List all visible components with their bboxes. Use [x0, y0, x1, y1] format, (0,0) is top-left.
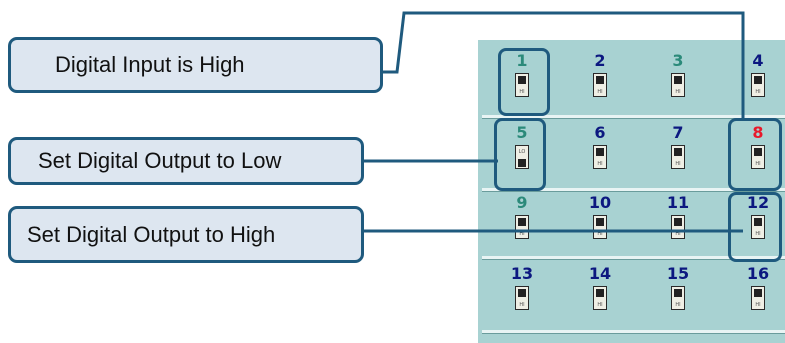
io-toggle-switch[interactable]: HI — [593, 145, 607, 169]
switch-knob — [596, 148, 604, 156]
switch-state-label: HI — [675, 89, 681, 95]
row-divider — [482, 256, 785, 260]
io-toggle-switch[interactable]: HI — [671, 286, 685, 310]
switch-state-label: HI — [675, 302, 681, 308]
io-number: 14 — [588, 264, 612, 283]
switch-knob — [518, 76, 526, 84]
switch-knob — [754, 148, 762, 156]
switch-state-label: HI — [519, 302, 525, 308]
callout-set-output-low: Set Digital Output to Low — [8, 137, 364, 185]
io-number: 4 — [752, 51, 764, 70]
io-number: 15 — [666, 264, 690, 283]
io-toggle-switch[interactable]: HI — [515, 215, 529, 239]
io-number: 16 — [746, 264, 770, 283]
switch-state-label: HI — [755, 231, 761, 237]
callout-digital-input-high: Digital Input is High — [8, 37, 383, 93]
io-toggle-switch[interactable]: HI — [671, 145, 685, 169]
io-toggle-switch[interactable]: HI — [751, 73, 765, 97]
callout-label: Digital Input is High — [55, 52, 245, 77]
io-toggle-switch[interactable]: HI — [751, 286, 765, 310]
io-number: 1 — [516, 51, 528, 70]
row-divider — [482, 330, 785, 334]
switch-state-label: HI — [597, 302, 603, 308]
switch-state-label: HI — [597, 231, 603, 237]
io-number: 2 — [594, 51, 606, 70]
switch-knob — [596, 76, 604, 84]
switch-state-label: HI — [755, 161, 761, 167]
io-number: 5 — [516, 123, 528, 142]
callout-label: Set Digital Output to High — [27, 221, 276, 247]
io-number: 13 — [510, 264, 534, 283]
io-toggle-switch[interactable]: HI — [751, 215, 765, 239]
callout-label: Set Digital Output to Low — [38, 148, 282, 173]
io-number: 11 — [666, 193, 690, 212]
io-toggle-switch[interactable]: HI — [751, 145, 765, 169]
switch-knob — [518, 159, 526, 167]
io-toggle-switch[interactable]: HI — [671, 215, 685, 239]
io-number: 12 — [746, 193, 770, 212]
switch-state-label: HI — [675, 231, 681, 237]
io-toggle-switch[interactable]: HI — [515, 73, 529, 97]
callout-set-output-high: Set Digital Output to High — [8, 206, 364, 263]
io-toggle-switch[interactable]: HI — [593, 215, 607, 239]
highlight-io-8 — [728, 118, 782, 191]
switch-knob — [518, 218, 526, 226]
switch-knob — [754, 76, 762, 84]
highlight-io-1 — [498, 48, 550, 116]
row-divider — [482, 115, 785, 119]
io-toggle-switch[interactable]: HI — [515, 286, 529, 310]
io-number: 8 — [752, 123, 764, 142]
switch-knob — [518, 289, 526, 297]
switch-knob — [754, 289, 762, 297]
switch-knob — [754, 218, 762, 226]
switch-state-label: HI — [519, 89, 525, 95]
io-number: 9 — [516, 193, 528, 212]
switch-state-label: HI — [755, 302, 761, 308]
switch-state-label: HI — [519, 231, 525, 237]
switch-state-label: LO — [518, 149, 526, 155]
io-number: 10 — [588, 193, 612, 212]
switch-knob — [674, 76, 682, 84]
switch-state-label: HI — [597, 89, 603, 95]
switch-knob — [674, 148, 682, 156]
switch-knob — [674, 218, 682, 226]
io-toggle-switch[interactable]: HI — [593, 286, 607, 310]
switch-knob — [674, 289, 682, 297]
io-number: 6 — [594, 123, 606, 142]
connector-input-high — [383, 11, 745, 118]
switch-state-label: HI — [755, 89, 761, 95]
switch-knob — [596, 218, 604, 226]
switch-state-label: HI — [675, 161, 681, 167]
switch-knob — [596, 289, 604, 297]
io-toggle-switch[interactable]: HI — [671, 73, 685, 97]
io-number: 3 — [672, 51, 684, 70]
io-toggle-switch[interactable]: LO — [515, 145, 529, 169]
io-toggle-switch[interactable]: HI — [593, 73, 607, 97]
switch-state-label: HI — [597, 161, 603, 167]
highlight-io-12 — [728, 192, 782, 262]
row-divider — [482, 188, 785, 192]
io-number: 7 — [672, 123, 684, 142]
highlight-io-5 — [494, 118, 546, 191]
